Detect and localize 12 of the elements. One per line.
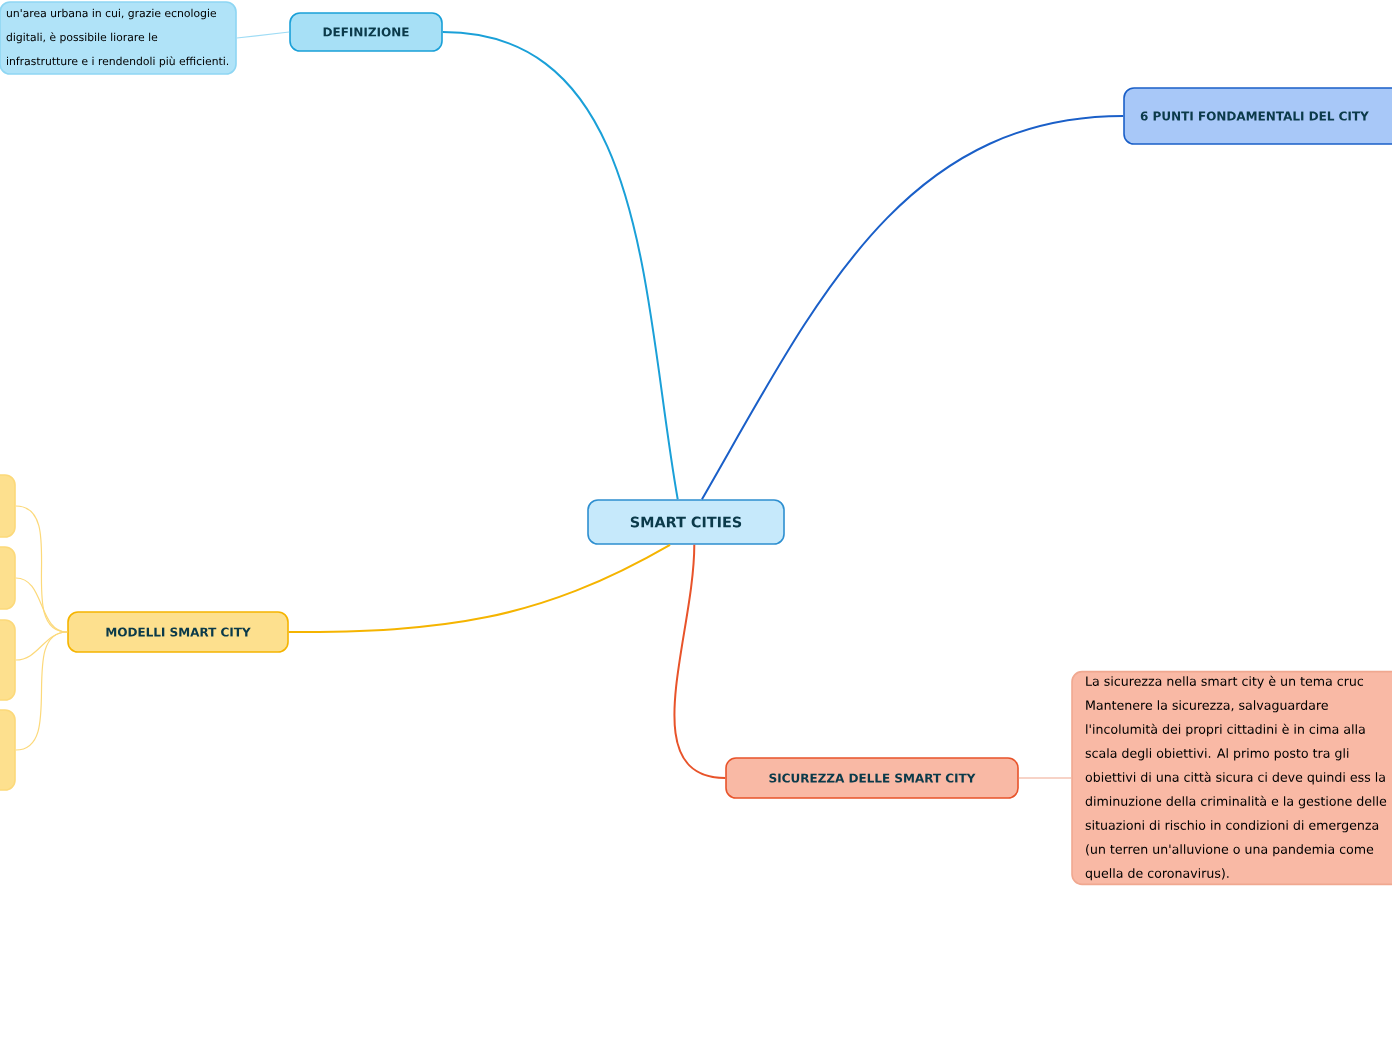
connector-line [1018, 777, 1072, 779]
connector-line [673, 543, 727, 779]
connector-line [15, 631, 68, 751]
subtopic-box [0, 546, 16, 610]
subtopic-box [0, 709, 16, 791]
connector-line [236, 31, 290, 39]
subtopic-box [0, 619, 16, 701]
connector-line [441, 31, 679, 501]
connector-line [287, 543, 672, 633]
subtopic-box [0, 474, 16, 538]
connector-line [700, 115, 1125, 501]
connector-line [15, 577, 68, 633]
